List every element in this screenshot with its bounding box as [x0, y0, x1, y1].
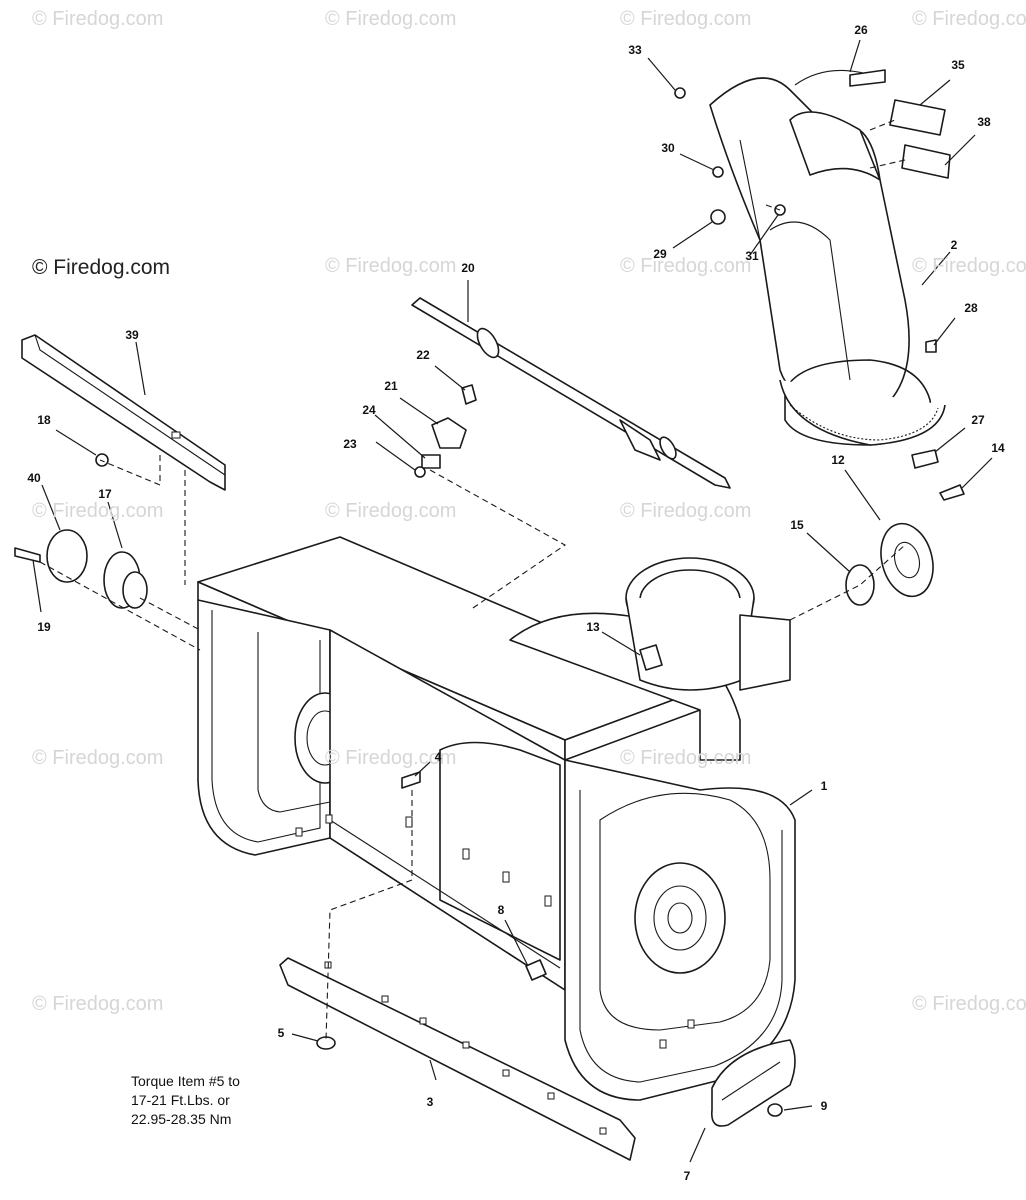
callout-22: 22	[416, 348, 430, 362]
callout-13: 13	[586, 620, 600, 634]
callout-35: 35	[951, 58, 965, 72]
watermark: © Firedog.com	[32, 8, 164, 30]
copyright-label: © Firedog.com	[32, 256, 171, 279]
watermark: © Firedog.com	[620, 8, 752, 30]
callout-26: 26	[854, 23, 868, 37]
watermark: © Firedog.com	[912, 8, 1026, 30]
callout-18: 18	[37, 413, 51, 427]
callout-7: 7	[683, 1169, 691, 1183]
small-hardware	[401, 87, 937, 981]
callout-39: 39	[125, 328, 139, 342]
watermark: © Firedog.com	[32, 993, 164, 1015]
callout-30: 30	[661, 141, 675, 155]
watermark: © Firedog.com	[620, 255, 752, 277]
callout-24: 24	[362, 403, 376, 417]
callout-19: 19	[37, 620, 51, 634]
watermark: © Firedog.com	[32, 747, 164, 769]
callout-12: 12	[831, 453, 845, 467]
callout-23: 23	[343, 437, 357, 451]
callout-17: 17	[98, 487, 112, 501]
skid-shoe	[711, 1039, 796, 1127]
torque-note-line: Torque Item #5 to	[131, 1073, 240, 1089]
callout-31: 31	[745, 249, 759, 263]
watermark: © Firedog.com	[325, 255, 457, 277]
watermark: © Firedog.com	[325, 747, 457, 769]
auger-shaft	[411, 297, 731, 489]
callout-28: 28	[964, 301, 978, 315]
callout-8: 8	[497, 903, 505, 917]
watermark: © Firedog.com	[620, 747, 752, 769]
callout-21: 21	[384, 379, 398, 393]
callout-1: 1	[820, 779, 828, 793]
callout-5: 5	[277, 1026, 285, 1040]
callout-14: 14	[991, 441, 1005, 455]
discharge-chute	[709, 69, 951, 469]
watermark: © Firedog.com	[620, 500, 752, 522]
callout-20: 20	[461, 261, 475, 275]
callout-4: 4	[434, 750, 442, 764]
callout-29: 29	[653, 247, 667, 261]
torque-note-line: 17-21 Ft.Lbs. or	[131, 1092, 230, 1108]
watermark: © Firedog.com	[912, 993, 1026, 1015]
left-bearing-assembly	[14, 529, 148, 609]
callout-3: 3	[426, 1095, 434, 1109]
watermark: © Firedog.com	[912, 255, 1026, 277]
auger-housing	[197, 536, 796, 1101]
shave-plate	[21, 334, 226, 491]
callout-27: 27	[971, 413, 985, 427]
leader-lines	[32, 39, 993, 1163]
watermark: © Firedog.com	[32, 500, 164, 522]
watermark: © Firedog.com	[325, 8, 457, 30]
right-bearing-assembly	[845, 484, 965, 606]
callout-33: 33	[628, 43, 642, 57]
callout-40: 40	[27, 471, 41, 485]
torque-note-line: 22.95-28.35 Nm	[131, 1111, 232, 1127]
callout-2: 2	[950, 238, 958, 252]
bracket-hardware	[414, 384, 477, 478]
torque-note: Torque Item #5 to 17-21 Ft.Lbs. or 22.95…	[131, 1072, 240, 1129]
callout-38: 38	[977, 115, 991, 129]
callout-15: 15	[790, 518, 804, 532]
callout-9: 9	[820, 1099, 828, 1113]
watermark: © Firedog.com	[325, 500, 457, 522]
assembly-lines	[39, 119, 906, 1041]
